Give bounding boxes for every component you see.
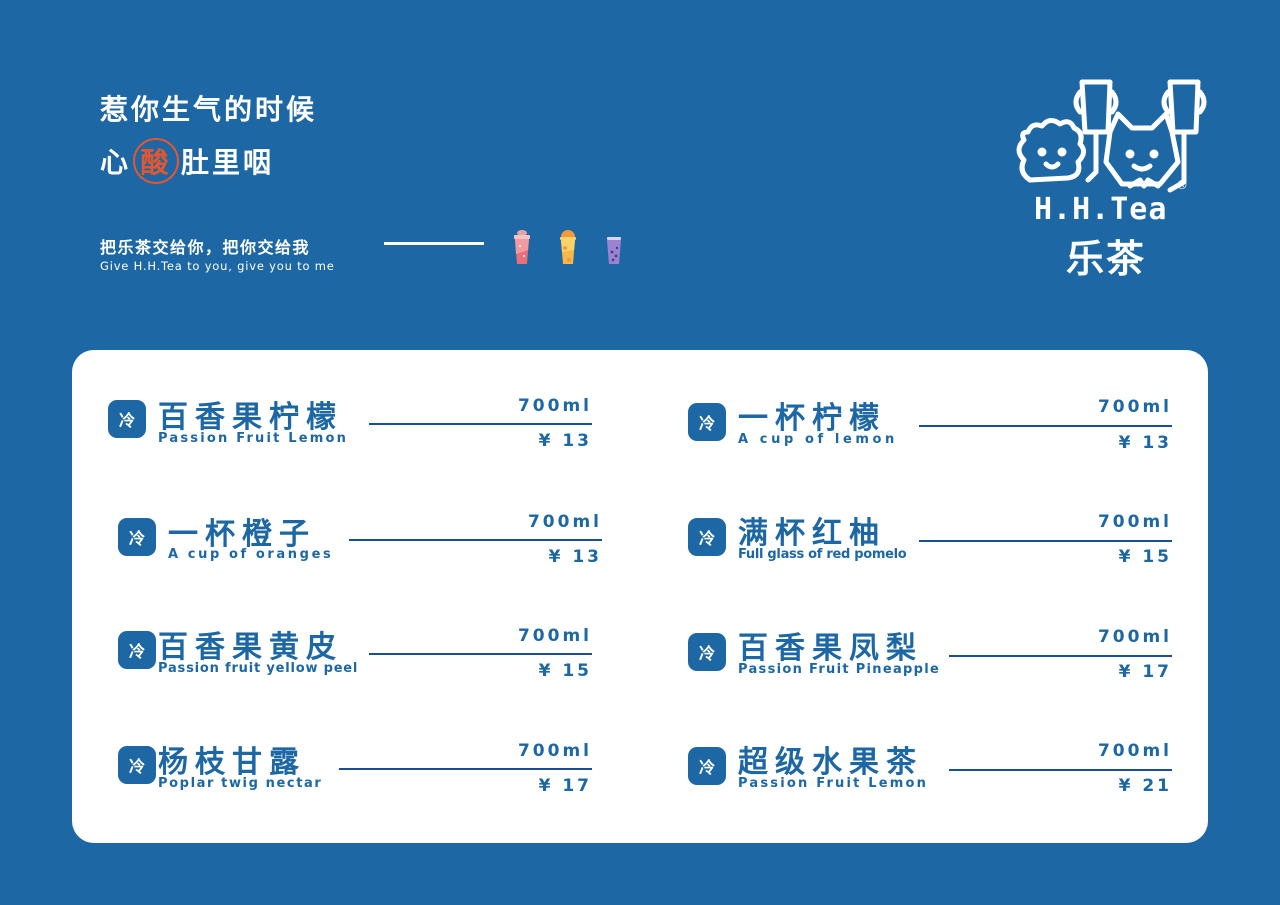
item-volume: 700ml <box>1097 397 1172 417</box>
item-name-cn: 百香果凤梨 <box>738 631 923 666</box>
item-volume: 700ml <box>1097 741 1172 761</box>
cold-badge-icon: 冷 <box>688 403 726 441</box>
tagline-cn: 把乐茶交给你，把你交给我 <box>100 238 311 257</box>
cold-badge-icon: 冷 <box>688 747 726 785</box>
brand-mascot-logo <box>1016 79 1207 193</box>
item-divider <box>349 539 602 541</box>
item-divider <box>919 540 1172 542</box>
item-name-cn: 百香果柠檬 <box>158 400 343 435</box>
cold-badge-icon: 冷 <box>688 633 726 671</box>
item-price: ¥ 17 <box>1118 662 1172 682</box>
item-volume: 700ml <box>517 396 592 416</box>
menu-item[interactable]: 冷 一杯橙子 A cup of oranges 700ml ¥ 13 <box>72 506 612 576</box>
menu-item[interactable]: 冷 超级水果茶 Passion Fruit Lemon 700ml ¥ 21 <box>652 735 1172 805</box>
cold-badge-icon: 冷 <box>118 518 156 556</box>
item-divider <box>949 769 1172 771</box>
item-name-en: Passion Fruit Pineapple <box>738 662 941 677</box>
item-price: ¥ 15 <box>1118 547 1172 567</box>
menu-item[interactable]: 冷 杨枝甘露 Poplar twig nectar 700ml ¥ 17 <box>72 735 612 805</box>
item-name-en: A cup of oranges <box>168 547 334 562</box>
item-name-cn: 一杯柠檬 <box>738 401 886 436</box>
item-divider <box>949 655 1172 657</box>
cold-badge-icon: 冷 <box>118 631 156 669</box>
menu-card: 冷 百香果柠檬 Passion Fruit Lemon 700ml ¥ 13 冷… <box>72 350 1208 843</box>
menu-item[interactable]: 冷 满杯红柚 Full glass of red pomelo 700ml ¥ … <box>652 506 1172 576</box>
slogan-line-2: 心 酸 肚里咽 <box>100 138 274 184</box>
item-volume: 700ml <box>517 626 592 646</box>
item-price: ¥ 13 <box>538 431 592 451</box>
cold-badge-icon: 冷 <box>108 400 146 438</box>
item-price: ¥ 17 <box>538 776 592 796</box>
taro-cup-icon <box>607 237 621 264</box>
drink-cups <box>512 228 624 266</box>
menu-item[interactable]: 冷 一杯柠檬 A cup of lemon 700ml ¥ 13 <box>652 391 1172 461</box>
item-divider <box>339 768 592 770</box>
slogan-highlight-circle: 酸 <box>133 138 180 184</box>
menu-item[interactable]: 冷 百香果凤梨 Passion Fruit Pineapple 700ml ¥ … <box>652 621 1172 691</box>
item-divider <box>919 425 1172 427</box>
slogan-line-1: 惹你生气的时候 <box>100 93 318 126</box>
item-divider <box>369 423 592 425</box>
item-price: ¥ 21 <box>1118 776 1172 796</box>
strawberry-cup-icon <box>514 230 530 264</box>
item-name-cn: 一杯橙子 <box>168 517 316 552</box>
item-name-en: Passion fruit yellow peel <box>158 661 359 676</box>
item-volume: 700ml <box>1097 512 1172 532</box>
item-name-en: Passion Fruit Lemon <box>158 431 349 446</box>
item-price: ¥ 13 <box>1118 433 1172 453</box>
item-name-en: Passion Fruit Lemon <box>738 776 929 791</box>
item-divider <box>369 653 592 655</box>
brand-name-en: H.H.Tea <box>1034 192 1168 227</box>
slogan-post: 肚里咽 <box>181 146 275 179</box>
tagline-divider <box>384 242 484 245</box>
item-name-cn: 超级水果茶 <box>738 745 923 780</box>
item-name-en: Poplar twig nectar <box>158 776 323 791</box>
registered-mark: ® <box>1176 178 1188 192</box>
tagline-en: Give H.H.Tea to you, give you to me <box>100 259 335 273</box>
orange-cup-icon <box>560 230 576 264</box>
menu-item[interactable]: 冷 百香果柠檬 Passion Fruit Lemon 700ml ¥ 13 <box>72 390 612 460</box>
item-name-en: A cup of lemon <box>738 432 898 447</box>
cold-badge-icon: 冷 <box>118 746 156 784</box>
cold-badge-icon: 冷 <box>688 518 726 556</box>
item-name-cn: 满杯红柚 <box>738 516 886 551</box>
brand-name-cn: 乐茶 <box>1066 237 1147 281</box>
slogan-pre: 心 <box>100 146 132 179</box>
item-price: ¥ 13 <box>548 547 602 567</box>
item-price: ¥ 15 <box>538 661 592 681</box>
item-name-cn: 百香果黄皮 <box>158 630 343 665</box>
menu-item[interactable]: 冷 百香果黄皮 Passion fruit yellow peel 700ml … <box>72 620 612 690</box>
item-volume: 700ml <box>527 512 602 532</box>
item-name-en: Full glass of red pomelo <box>738 547 907 562</box>
item-volume: 700ml <box>1097 627 1172 647</box>
item-name-cn: 杨枝甘露 <box>158 745 306 780</box>
item-volume: 700ml <box>517 741 592 761</box>
